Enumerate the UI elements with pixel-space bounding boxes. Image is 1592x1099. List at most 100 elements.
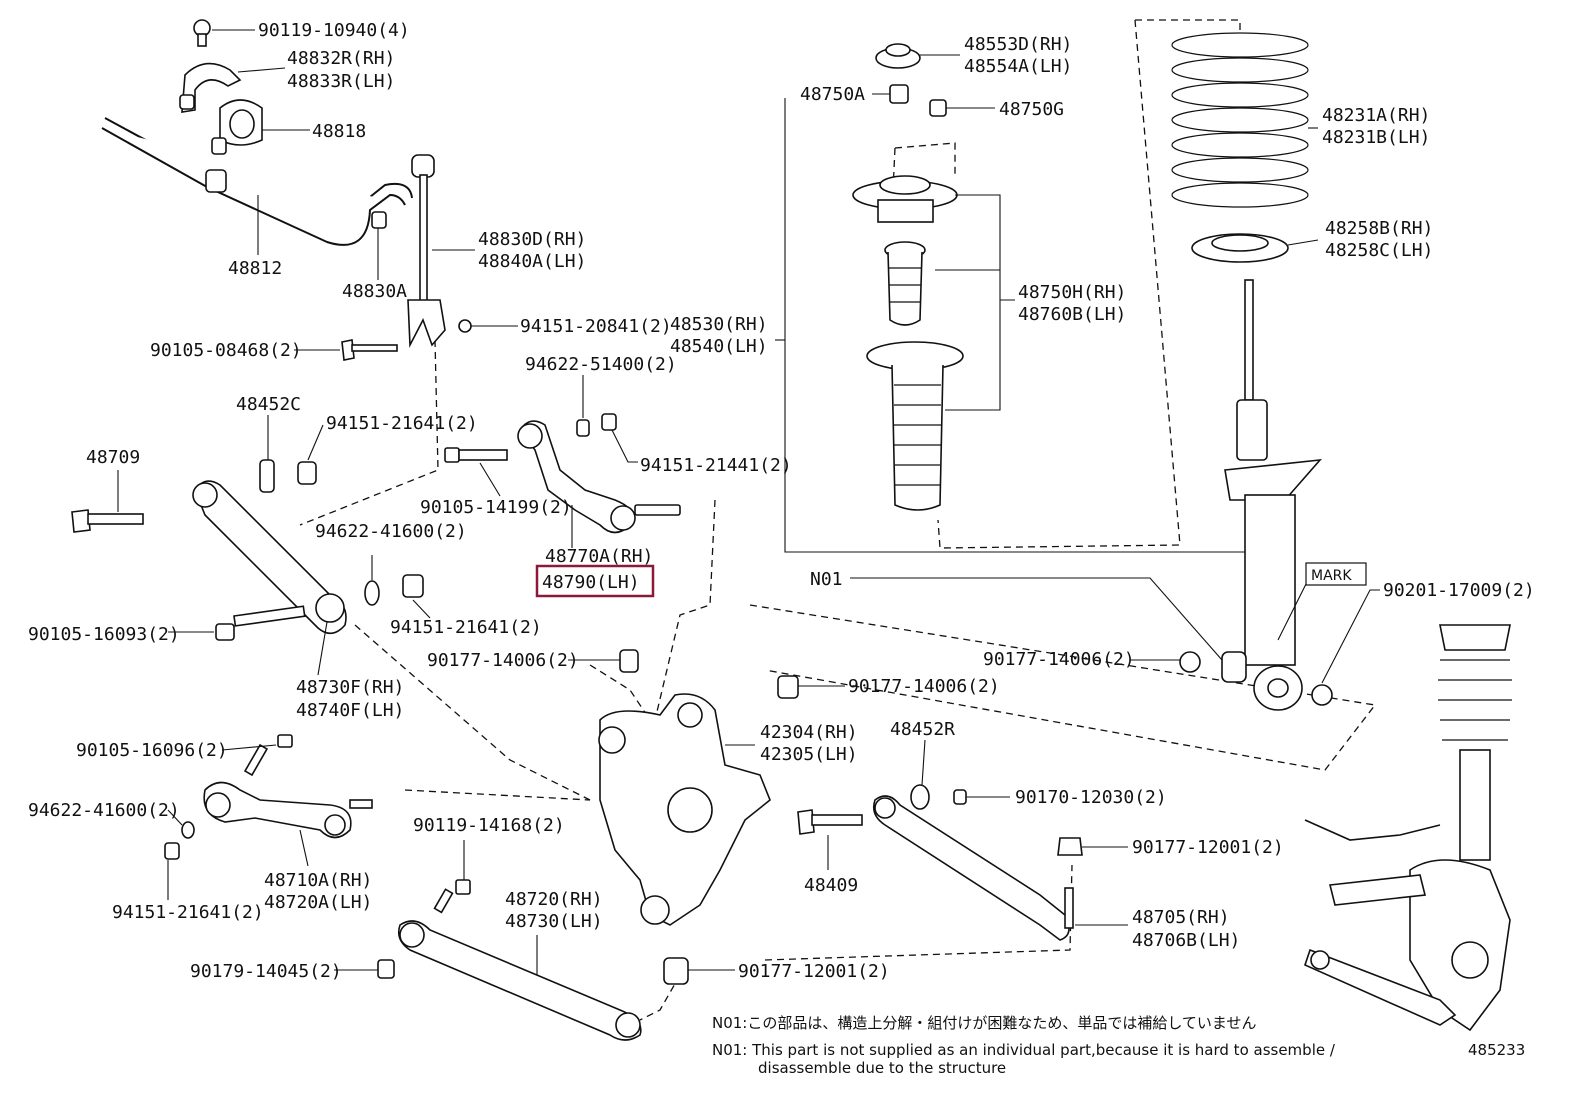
assembly-overview (1304, 624, 1512, 1032)
label-48705[interactable]: 48705(RH) (1132, 907, 1230, 928)
label-48830D[interactable]: 48830D(RH) (478, 229, 586, 250)
cam-48452R (910, 784, 930, 810)
label-90170-12030[interactable]: 90170-12030(2) (1015, 787, 1167, 808)
label-48750G[interactable]: 48750G (999, 99, 1064, 120)
part-labels: 90119-10940(4) 48832R(RH) 48833R(LH) 488… (28, 20, 1535, 982)
label-48740F[interactable]: 48740F(LH) (296, 700, 404, 721)
label-48750A[interactable]: 48750A (800, 84, 865, 105)
label-48258C[interactable]: 48258C(LH) (1325, 240, 1433, 261)
label-42304[interactable]: 42304(RH) (760, 722, 858, 743)
label-48258B[interactable]: 48258B(RH) (1325, 218, 1433, 239)
stabilizer-link (371, 154, 446, 349)
lower-insulator-48258B (1191, 233, 1289, 263)
label-48750H[interactable]: 48750H(RH) (1018, 282, 1126, 303)
bushing-90177-12001-b (663, 957, 689, 985)
nut-94622-51400 (576, 419, 590, 437)
nut-94151-21641-c (164, 842, 180, 860)
label-90201-17009[interactable]: 90201-17009(2) (1383, 580, 1535, 601)
label-90105-08468[interactable]: 90105-08468(2) (150, 340, 302, 361)
note-english-line1: N01: This part is not supplied as an ind… (712, 1041, 1336, 1059)
note-english-line2: disassemble due to the structure (758, 1059, 1006, 1077)
label-48452R[interactable]: 48452R (890, 719, 955, 740)
label-N01[interactable]: N01 (810, 569, 843, 590)
steering-knuckle (598, 693, 771, 926)
label-90105-14199[interactable]: 90105-14199(2) (420, 497, 572, 518)
bolt-48409 (797, 809, 863, 835)
label-48790[interactable]: 48790(LH) (542, 572, 640, 593)
dust-boot (866, 341, 964, 511)
label-94622-41600-b[interactable]: 94622-41600(2) (28, 800, 180, 821)
label-94151-20841[interactable]: 94151-20841(2) (520, 316, 672, 337)
label-48540[interactable]: 48540(LH) (670, 336, 768, 357)
label-48231A[interactable]: 48231A(RH) (1322, 105, 1430, 126)
label-90177-12001-a[interactable]: 90177-12001(2) (1132, 837, 1284, 858)
bolt-90105-16096 (243, 734, 293, 777)
notes: N01:この部品は、構造上分解・組付けが困難なため、単品では補給していません N… (712, 1014, 1525, 1077)
label-48553D[interactable]: 48553D(RH) (964, 34, 1072, 55)
nut-94151-21641-a (297, 461, 317, 485)
bolt-90105-08468 (341, 339, 398, 361)
label-48720A[interactable]: 48720A(LH) (264, 892, 372, 913)
label-90177-12001-b[interactable]: 90177-12001(2) (738, 961, 890, 982)
label-48812[interactable]: 48812 (228, 258, 282, 279)
label-48730[interactable]: 48730(LH) (505, 911, 603, 932)
label-48706B[interactable]: 48706B(LH) (1132, 930, 1240, 951)
label-42305[interactable]: 42305(LH) (760, 744, 858, 765)
label-90105-16096[interactable]: 90105-16096(2) (76, 740, 228, 761)
label-94622-51400[interactable]: 94622-51400(2) (525, 354, 677, 375)
label-48709[interactable]: 48709 (86, 447, 140, 468)
label-90177-14006-a[interactable]: 90177-14006(2) (427, 650, 579, 671)
label-48832R[interactable]: 48832R(RH) (287, 48, 395, 69)
toe-arm-48705 (872, 795, 1074, 941)
nut-48750A (889, 84, 909, 104)
label-94151-21641-b[interactable]: 94151-21641(2) (390, 617, 542, 638)
nut-94151-21441 (601, 413, 617, 431)
lower-arm-48710A (203, 781, 373, 839)
label-94151-21641-a[interactable]: 94151-21641(2) (326, 413, 478, 434)
label-48409[interactable]: 48409 (804, 875, 858, 896)
nut-90177-12001-a (1057, 837, 1083, 856)
highlight-box-48790 (535, 564, 655, 598)
label-94151-21641-c[interactable]: 94151-21641(2) (112, 902, 264, 923)
label-48720[interactable]: 48720(RH) (505, 889, 603, 910)
label-48833R[interactable]: 48833R(LH) (287, 71, 395, 92)
label-48760B[interactable]: 48760B(LH) (1018, 304, 1126, 325)
label-90179-14045[interactable]: 90179-14045(2) (190, 961, 342, 982)
mark-box (1305, 562, 1367, 586)
bushing-90177-14006-b (777, 675, 799, 699)
label-48840A[interactable]: 48840A(LH) (478, 251, 586, 272)
label-48818[interactable]: 48818 (312, 121, 366, 142)
diagram-id: 485233 (1468, 1041, 1525, 1059)
label-48830A[interactable]: 48830A (342, 281, 407, 302)
bolt-90105-14199 (444, 447, 508, 463)
coil-spring (1171, 32, 1309, 208)
label-48730F[interactable]: 48730F(RH) (296, 677, 404, 698)
bolt-90119-10940 (193, 19, 211, 47)
label-90105-16093[interactable]: 90105-16093(2) (28, 624, 180, 645)
label-90119-10940[interactable]: 90119-10940(4) (258, 20, 410, 41)
label-90119-14168[interactable]: 90119-14168(2) (413, 815, 565, 836)
label-MARK: MARK (1311, 568, 1352, 584)
label-48554A[interactable]: 48554A(LH) (964, 56, 1072, 77)
stabilizer-bar (101, 117, 413, 246)
label-48770A[interactable]: 48770A(RH) (545, 546, 653, 567)
bump-stopper (884, 241, 926, 326)
bolt-48709 (71, 509, 144, 533)
nut-48750G (929, 99, 947, 117)
lower-arm-48720 (397, 920, 642, 1041)
shock-absorber (1179, 279, 1333, 711)
stabilizer-bushing (211, 99, 263, 155)
lower-arm-48730F (192, 459, 347, 635)
stabilizer-bracket (179, 62, 242, 113)
nut-94622-41600-b (181, 821, 195, 839)
note-japanese: N01:この部品は、構造上分解・組付けが困難なため、単品では補給していません (712, 1014, 1256, 1032)
label-48231B[interactable]: 48231B(LH) (1322, 127, 1430, 148)
label-48530[interactable]: 48530(RH) (670, 314, 768, 335)
label-94622-41600-a[interactable]: 94622-41600(2) (315, 521, 467, 542)
label-48710A[interactable]: 48710A(RH) (264, 870, 372, 891)
label-94151-21441[interactable]: 94151-21441(2) (640, 455, 792, 476)
label-90177-14006-c[interactable]: 90177-14006(2) (983, 649, 1135, 670)
bolt-90119-14168 (433, 879, 471, 914)
label-48452C[interactable]: 48452C (236, 394, 301, 415)
label-90177-14006-b[interactable]: 90177-14006(2) (848, 676, 1000, 697)
